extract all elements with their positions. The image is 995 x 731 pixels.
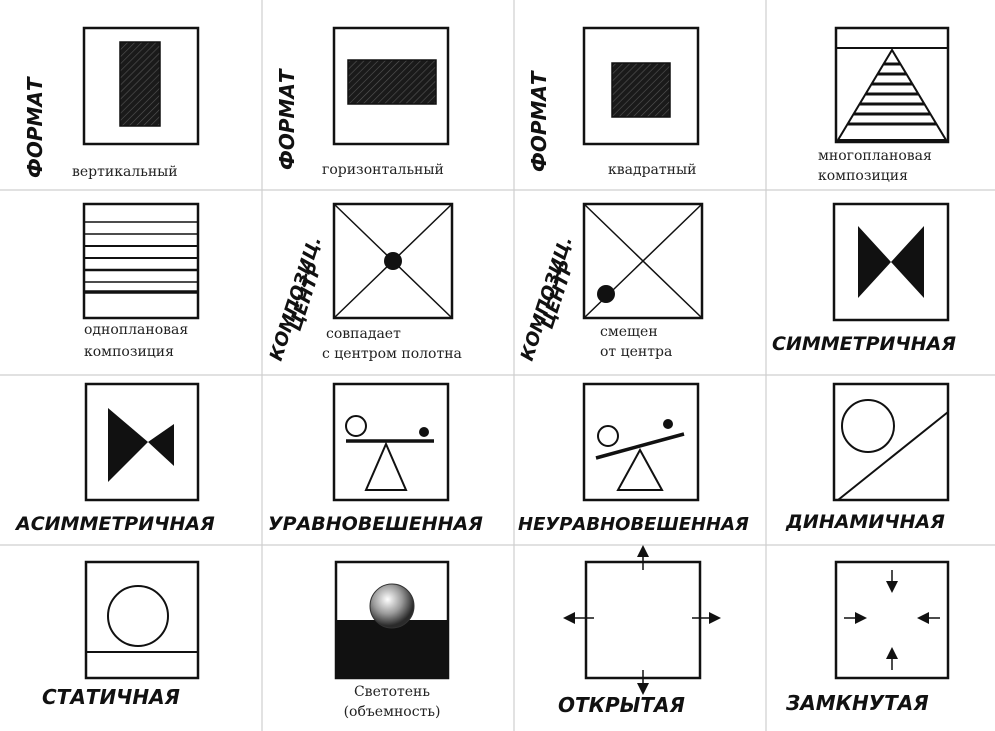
- format-side-label: ФОРМАТ: [275, 68, 299, 170]
- center-dot: [384, 252, 402, 270]
- caption: ДИНАМИЧНАЯ: [785, 511, 945, 533]
- cell-static: СТАТИЧНАЯ: [42, 562, 198, 709]
- caption-line1: одноплановая: [84, 322, 188, 338]
- vertical-rectangle: [120, 42, 160, 126]
- caption: вертикальный: [72, 164, 178, 180]
- bow-right: [891, 226, 924, 298]
- caption-line1: многоплановая: [818, 148, 932, 164]
- cell-balanced: УРАВНОВЕШЕННАЯ: [268, 384, 483, 535]
- caption: горизонтальный: [322, 162, 444, 178]
- cell-format-square: ФОРМАТ квадратный: [527, 28, 698, 178]
- small-ball: [663, 419, 673, 429]
- fulcrum: [618, 450, 662, 490]
- caption-line2: с центром полотна: [322, 346, 462, 362]
- bow-left: [858, 226, 891, 298]
- horizontal-rectangle: [348, 60, 436, 104]
- cell-multiplane: многоплановая композиция: [818, 28, 948, 184]
- caption: ЗАМКНУТАЯ: [785, 691, 929, 715]
- shifted-dot: [597, 285, 615, 303]
- format-side-label: ФОРМАТ: [527, 70, 551, 172]
- caption: СИММЕТРИЧНАЯ: [772, 333, 956, 355]
- bow-right: [148, 424, 174, 466]
- cell-symmetric: СИММЕТРИЧНАЯ: [772, 204, 956, 355]
- frame: [84, 204, 198, 318]
- caption: СТАТИЧНАЯ: [42, 685, 180, 709]
- large-ball: [598, 426, 618, 446]
- caption-line2: от центра: [600, 344, 672, 360]
- cell-unbalanced: НЕУРАВНОВЕШЕННАЯ: [518, 384, 749, 535]
- dark-ground: [336, 620, 448, 678]
- format-side-label: ФОРМАТ: [23, 76, 47, 178]
- caption-line2: композиция: [818, 168, 908, 184]
- cell-center-coincides: КОМПОЗИЦ. ЦЕНТР совпадает с центром поло…: [266, 204, 462, 364]
- circle: [842, 400, 894, 452]
- cell-format-vertical: ФОРМАТ вертикальный: [23, 28, 198, 180]
- frame: [586, 562, 700, 678]
- cell-singleplane: одноплановая композиция: [84, 204, 198, 360]
- small-ball: [419, 427, 429, 437]
- shaded-sphere: [370, 584, 414, 628]
- caption: квадратный: [608, 162, 696, 178]
- circle: [108, 586, 168, 646]
- bow-left: [108, 408, 148, 482]
- cell-chiaroscuro: Светотень (объемность): [336, 562, 448, 720]
- cell-dynamic: ДИНАМИЧНАЯ: [785, 384, 948, 533]
- caption-line2: композиция: [84, 344, 174, 360]
- caption-line1: смещен: [600, 324, 658, 340]
- caption: АСИММЕТРИЧНАЯ: [14, 513, 215, 535]
- caption: НЕУРАВНОВЕШЕННАЯ: [518, 514, 749, 535]
- fulcrum: [366, 444, 406, 490]
- cell-closed: ЗАМКНУТАЯ: [785, 562, 948, 715]
- cell-format-horizontal: ФОРМАТ горизонтальный: [275, 28, 448, 178]
- caption: ОТКРЫТАЯ: [558, 693, 685, 717]
- cell-asymmetric: АСИММЕТРИЧНАЯ: [14, 384, 215, 535]
- caption: УРАВНОВЕШЕННАЯ: [268, 513, 483, 535]
- cell-open: ОТКРЫТАЯ: [558, 548, 718, 717]
- square-shape: [612, 63, 670, 117]
- cell-center-shifted: КОМПОЗИЦ. ЦЕНТР смещен от центра: [517, 204, 702, 364]
- caption-line1: совпадает: [326, 326, 401, 342]
- large-ball: [346, 416, 366, 436]
- caption-line1: Светотень: [354, 684, 430, 700]
- caption-line2: (объемность): [344, 704, 441, 720]
